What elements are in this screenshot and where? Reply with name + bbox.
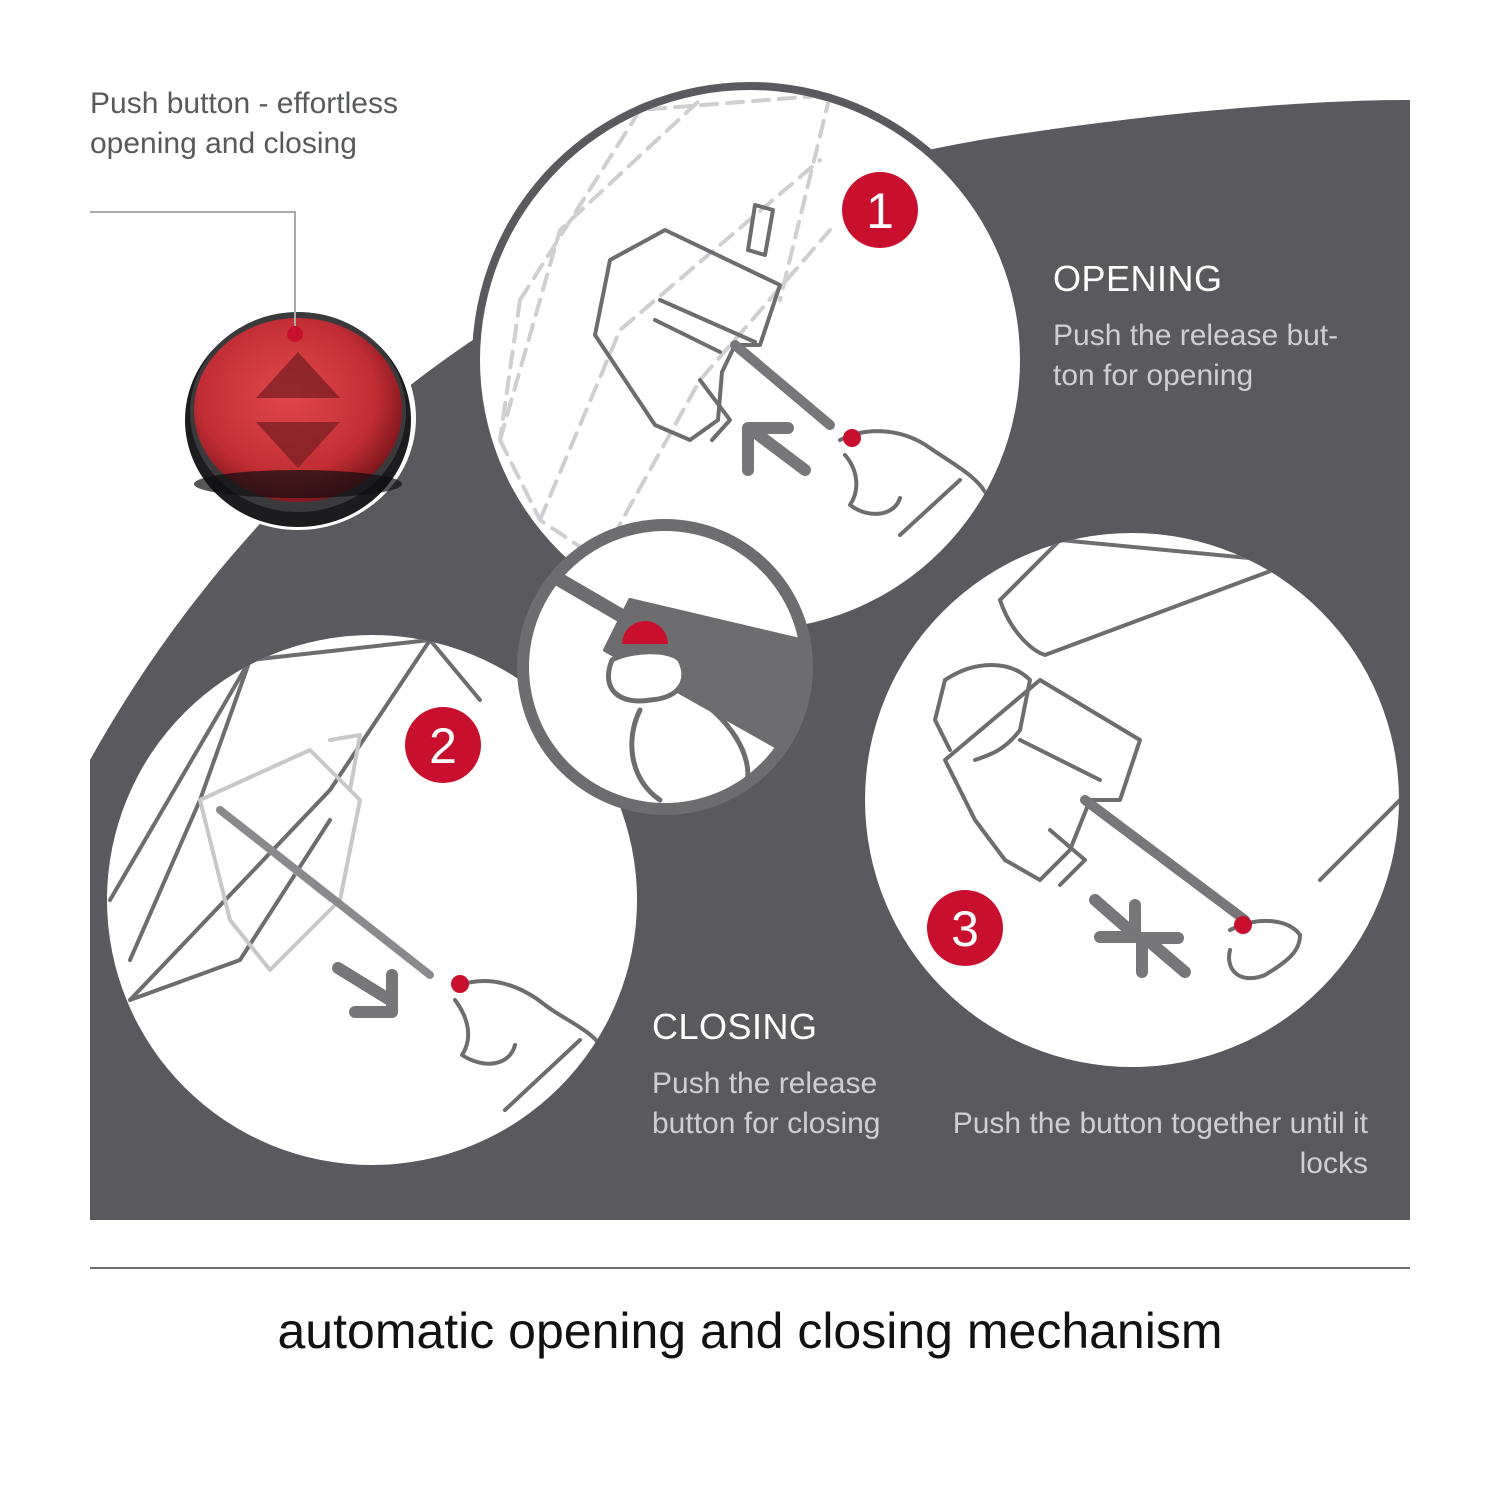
step1-badge — [842, 172, 918, 248]
opening-description: Push the release but- ton for opening — [1053, 319, 1339, 392]
step3-badge — [927, 890, 1003, 966]
locking-description: Push the button together until it locks — [952, 1107, 1368, 1180]
diagram-caption: automatic opening and closing mechanism — [277, 1303, 1223, 1359]
step2-badge — [405, 707, 481, 783]
closing-heading: CLOSING — [652, 1006, 818, 1047]
callout-leader — [90, 211, 303, 342]
step3-number: 3 — [951, 901, 979, 957]
step1-number: 1 — [866, 183, 894, 239]
push-button-photo — [180, 306, 416, 530]
closing-description: Push the release button for closing — [652, 1067, 881, 1140]
step2-number: 2 — [429, 718, 457, 774]
up-arrow-icon — [256, 352, 340, 398]
step3-illustration: 3 — [857, 525, 1407, 1075]
step1-illustration: 1 — [472, 82, 1028, 638]
callout-dot — [287, 326, 303, 342]
callout-text: Push button - effortless opening and clo… — [90, 87, 398, 160]
step2-illustration: 2 — [99, 627, 645, 1173]
opening-heading: OPENING — [1053, 258, 1223, 299]
down-arrow-icon — [256, 422, 340, 468]
button-detail-illustration — [517, 519, 813, 815]
